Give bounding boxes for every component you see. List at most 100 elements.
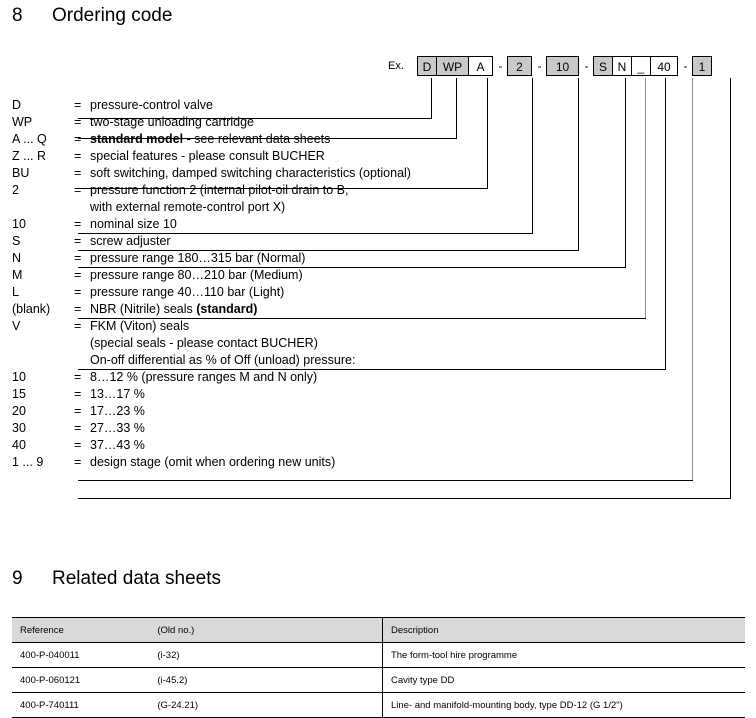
legend-key: BU — [12, 166, 30, 180]
related-data-sheets-table: Reference (Old no.) Description 400-P-04… — [12, 617, 745, 718]
code-box-a[interactable]: A — [468, 56, 493, 76]
leader-v-2 — [532, 78, 533, 234]
legend-equals: = — [74, 421, 82, 435]
legend-value: 37…43 % — [90, 438, 145, 452]
leader-h-n — [78, 318, 646, 319]
code-box-1[interactable]: 1 — [692, 56, 712, 76]
legend-equals: = — [74, 268, 82, 282]
table-cell-description: The form-tool hire programme — [382, 642, 745, 668]
legend-key: N — [12, 251, 22, 265]
legend-key: L — [12, 285, 19, 299]
leader-v-differential — [692, 78, 693, 480]
leader-h-wp — [78, 138, 457, 139]
leader-h-s — [78, 267, 626, 268]
code-box-10[interactable]: 10 — [546, 56, 579, 76]
leader-h-10 — [78, 250, 579, 251]
leader-v-s — [625, 78, 626, 268]
legend-row: (blank)=NBR (Nitrile) seals (standard) — [12, 302, 748, 319]
code-group: 2 — [507, 56, 532, 76]
table-cell-old-no: (G-24.21) — [149, 692, 383, 718]
table-header-reference: Reference — [12, 617, 150, 643]
legend-equals: = — [74, 166, 82, 180]
legend-value: screw adjuster — [90, 234, 171, 248]
table-cell-description: Line- and manifold-mounting body, type D… — [382, 692, 745, 718]
legend-equals: = — [74, 387, 82, 401]
table-row: 400-P-740111(G-24.21)Line- and manifold-… — [12, 692, 745, 718]
legend-value: On-off differential as % of Off (unload)… — [90, 353, 356, 367]
legend-equals: = — [74, 132, 82, 146]
legend-row: 2=pressure function 2 (internal pilot-oi… — [12, 183, 748, 200]
code-box-d[interactable]: D — [417, 56, 437, 76]
legend-key: 30 — [12, 421, 26, 435]
legend-row: 20 = 17…23 % — [12, 404, 748, 421]
table-header-description: Description — [382, 617, 745, 643]
table-header-row: Reference (Old no.) Description — [12, 617, 745, 643]
code-box-x[interactable]: _ — [631, 56, 651, 76]
legend-equals: = — [74, 370, 82, 384]
legend-value: (special seals - please contact BUCHER) — [90, 336, 318, 350]
legend-key: 40 — [12, 438, 26, 452]
legend-value: 27…33 % — [90, 421, 145, 435]
code-box-40[interactable]: 40 — [650, 56, 678, 76]
legend-equals: = — [74, 455, 82, 469]
legend-key: S — [12, 234, 21, 248]
code-box-n[interactable]: N — [612, 56, 632, 76]
leader-v-d — [431, 78, 432, 119]
legend-equals: = — [74, 149, 82, 163]
table-cell-old-no: (i-45.2) — [149, 667, 383, 693]
legend-key: 1 ... 9 — [12, 455, 44, 469]
leader-v-seals — [665, 78, 666, 369]
code-box-wp[interactable]: WP — [436, 56, 469, 76]
section-number: 8 — [12, 5, 23, 26]
legend-equals: = — [74, 217, 82, 231]
legend-row: 10= 8…12 % (pressure ranges M and N only… — [12, 370, 748, 387]
legend-key: Z ... R — [12, 149, 47, 163]
section-heading-ordering-code: 8 Ordering code — [12, 5, 412, 31]
section-title: Related data sheets — [52, 568, 222, 589]
leader-v-n — [645, 78, 646, 318]
leader-h-a — [78, 188, 488, 189]
leader-v-design-stage — [730, 78, 731, 498]
legend-key: 20 — [12, 404, 26, 418]
legend-value: nominal size 10 — [90, 217, 177, 231]
legend-row: A ... Q=standard model - see relevant da… — [12, 132, 748, 149]
legend-row: BU=soft switching, damped switching char… — [12, 166, 748, 183]
leader-h-d — [78, 118, 432, 119]
legend-value: two-stage unloading cartridge — [90, 115, 254, 129]
legend-value: pressure range 80…210 bar (Medium) — [90, 268, 303, 282]
legend-value: pressure-control valve — [90, 98, 213, 112]
leader-h-2 — [78, 233, 533, 234]
legend-equals: = — [74, 251, 82, 265]
code-box-s[interactable]: S — [593, 56, 613, 76]
table-cell-description: Cavity type DD — [382, 667, 745, 693]
legend-equals: = — [74, 183, 82, 197]
legend-row: 10=nominal size 10 — [12, 217, 748, 234]
code-separator: - — [537, 59, 542, 73]
legend-equals: = — [74, 404, 82, 418]
legend-row: WP=two-stage unloading cartridge — [12, 115, 748, 132]
legend-key: 15 — [12, 387, 26, 401]
table-row: 400-P-060121(i-45.2)Cavity type DD — [12, 667, 745, 693]
legend-value: special features - please consult BUCHER — [90, 149, 325, 163]
code-box-2[interactable]: 2 — [507, 56, 532, 76]
section-heading-related-sheets: 9 Related data sheets — [12, 568, 412, 594]
legend-row: 15 = 13…17 % — [12, 387, 748, 404]
table-row: 400-P-040011(i-32)The form-tool hire pro… — [12, 642, 745, 668]
legend-value: design stage (omit when ordering new uni… — [90, 455, 336, 469]
legend-value: 17…23 % — [90, 404, 145, 418]
legend-equals: = — [74, 438, 82, 452]
legend-value: 13…17 % — [90, 387, 145, 401]
legend-row: with external remote-control port X) — [12, 200, 748, 217]
legend-value: with external remote-control port X) — [90, 200, 286, 214]
section-number: 9 — [12, 568, 23, 589]
code-separator: - — [584, 59, 589, 73]
legend-row: 40 = 37…43 % — [12, 438, 748, 455]
table-cell-old-no: (i-32) — [149, 642, 383, 668]
leader-h-differential — [78, 480, 693, 481]
legend-row: On-off differential as % of Off (unload)… — [12, 353, 748, 370]
